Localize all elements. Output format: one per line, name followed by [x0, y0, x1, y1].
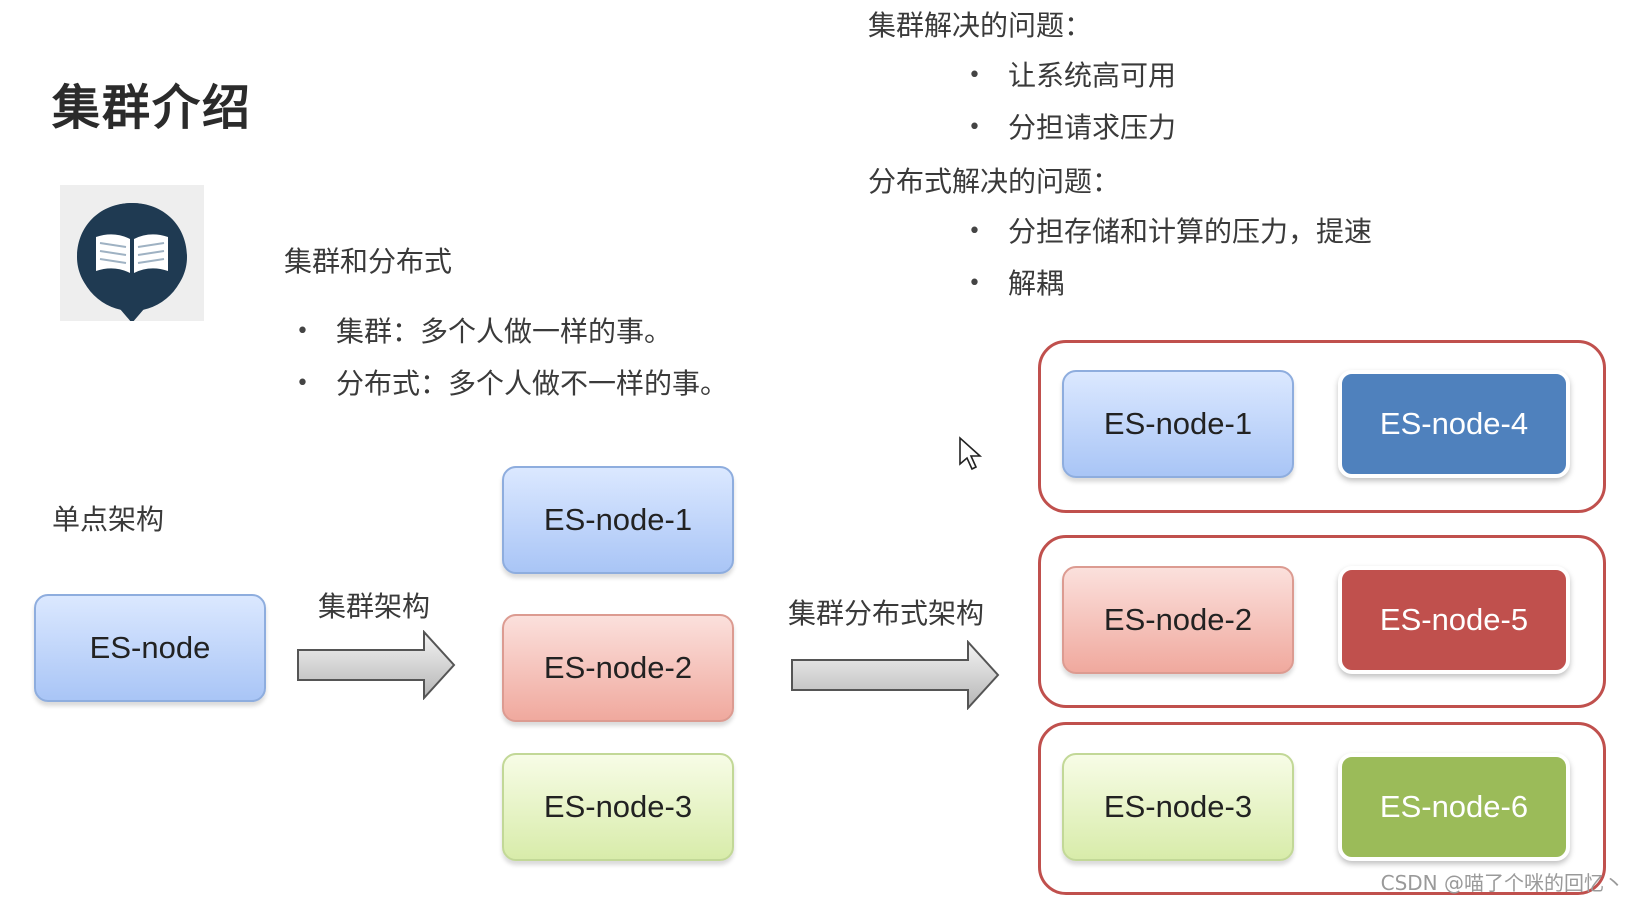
single-architecture-label: 单点架构: [52, 503, 165, 536]
distributed-node-1: ES-node-1: [1062, 370, 1294, 478]
section-heading: 集群和分布式: [284, 245, 453, 278]
distributed-node-6: ES-node-6: [1338, 753, 1570, 861]
book-pin-icon: [60, 185, 204, 323]
distributed-problem-item: 分担存储和计算的压力，提速: [968, 206, 1372, 258]
distributed-node-4: ES-node-4: [1338, 370, 1570, 478]
distributed-problems-heading: 分布式解决的问题：: [868, 165, 1121, 198]
distributed-problem-item: 解耦: [968, 258, 1372, 310]
distributed-node-2: ES-node-2: [1062, 566, 1294, 674]
shard-group-2: [1038, 535, 1606, 708]
distributed-problems-list: 分担存储和计算的压力，提速 解耦: [968, 206, 1372, 310]
page-title: 集群介绍: [52, 80, 253, 136]
definition-item: 集群：多个人做一样的事。: [296, 306, 728, 358]
cluster-problem-item: 分担请求压力: [968, 102, 1176, 154]
cluster-problems-list: 让系统高可用 分担请求压力: [968, 50, 1176, 154]
cluster-node-3: ES-node-3: [502, 753, 734, 861]
cluster-problem-item: 让系统高可用: [968, 50, 1176, 102]
watermark: CSDN @喵了个咪的回忆丶: [1380, 871, 1624, 895]
distributed-node-5: ES-node-5: [1338, 566, 1570, 674]
arrow-right-icon: [297, 630, 456, 700]
cluster-node-1: ES-node-1: [502, 466, 734, 574]
single-es-node: ES-node: [34, 594, 266, 702]
shard-group-3: [1038, 722, 1606, 895]
distributed-architecture-label: 集群分布式架构: [788, 597, 985, 630]
definition-list: 集群：多个人做一样的事。 分布式：多个人做不一样的事。: [296, 306, 728, 410]
definition-item: 分布式：多个人做不一样的事。: [296, 358, 728, 410]
cluster-node-2: ES-node-2: [502, 614, 734, 722]
distributed-node-3: ES-node-3: [1062, 753, 1294, 861]
arrow-right-icon: [791, 640, 1000, 710]
shard-group-1: [1038, 340, 1606, 513]
cluster-architecture-label: 集群架构: [318, 590, 431, 623]
mouse-cursor-icon: [959, 436, 983, 471]
cluster-problems-heading: 集群解决的问题：: [868, 9, 1093, 42]
